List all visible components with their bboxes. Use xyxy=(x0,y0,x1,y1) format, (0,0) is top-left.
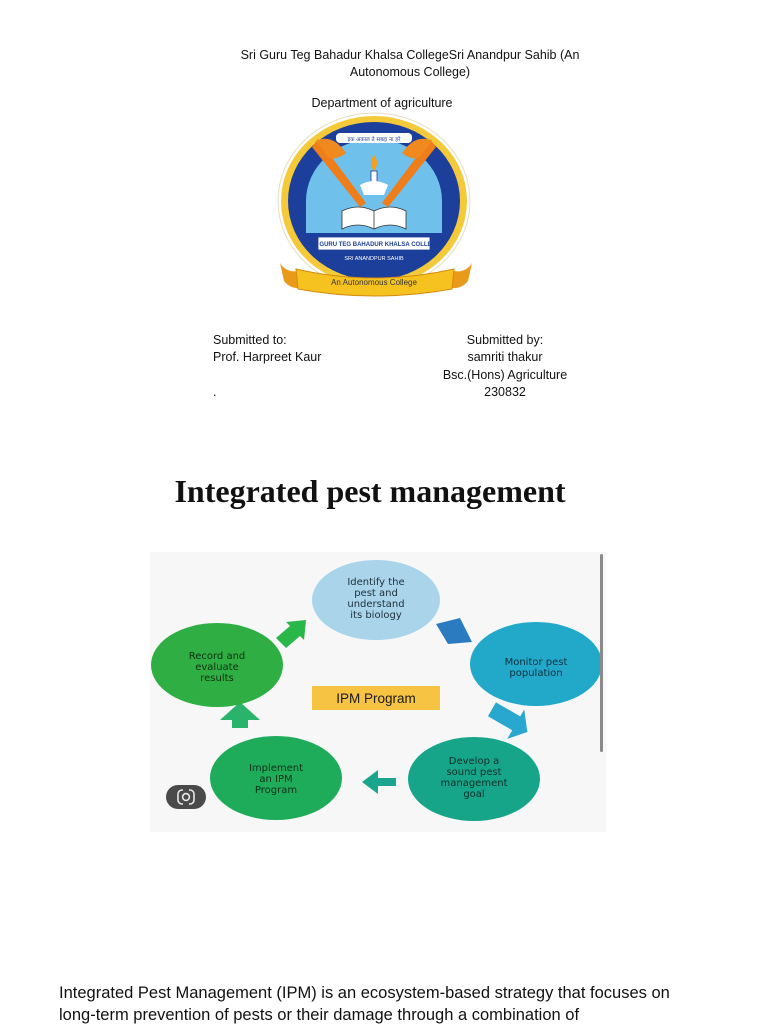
step-goal-text: management xyxy=(441,778,508,789)
step-goal-text: sound pest xyxy=(446,767,501,778)
step-goal-text: Develop a xyxy=(449,756,499,767)
college-name: Sri Guru Teg Bahadur Khalsa CollegeSri A… xyxy=(200,47,620,81)
submitted-by: Submitted by: samriti thakur Bsc.(Hons) … xyxy=(424,332,586,401)
submitted-by-label: Submitted by: xyxy=(424,332,586,349)
college-name-line-2: Autonomous College) xyxy=(200,64,620,81)
step-identify-text: Identify the xyxy=(347,577,404,588)
step-record-text: evaluate xyxy=(195,662,239,673)
ipm-program-label: IPM Program xyxy=(336,691,416,706)
submitted-to-extra: . xyxy=(213,384,321,401)
step-monitor-text: Monitor pest xyxy=(505,657,568,668)
step-implement-text: Implement xyxy=(249,763,303,774)
step-identify-text: its biology xyxy=(350,610,402,621)
ipm-cycle-diagram: Identify the pest and understand its bio… xyxy=(150,552,606,832)
step-identify-text: pest and xyxy=(354,588,398,599)
step-monitor-text: population xyxy=(509,668,562,679)
logo-place-text: SRI ANANDPUR SAHIB xyxy=(344,256,404,262)
step-implement-text: an IPM xyxy=(259,774,292,785)
submitted-by-name: samriti thakur xyxy=(424,349,586,366)
step-goal-text: goal xyxy=(463,789,484,800)
lens-search-button[interactable] xyxy=(166,785,206,809)
hand-icon xyxy=(360,181,388,195)
page-title: Integrated pest management xyxy=(100,473,640,510)
step-implement-text: Program xyxy=(255,785,297,796)
logo-motto: इक अकाल ते सबद्दा ना हरे xyxy=(348,136,402,143)
step-record-text: results xyxy=(200,673,234,684)
college-name-line-1: Sri Guru Teg Bahadur Khalsa CollegeSri A… xyxy=(200,47,620,64)
department-name: Department of agriculture xyxy=(250,96,514,110)
image-scrollbar[interactable] xyxy=(600,554,603,752)
intro-line-1: Integrated Pest Management (IPM) is an e… xyxy=(59,983,739,1005)
intro-paragraph: Integrated Pest Management (IPM) is an e… xyxy=(59,983,739,1026)
logo-band-text: SRI GURU TEG BAHADUR KHALSA COLLEGE xyxy=(308,242,440,248)
college-logo: इक अकाल ते सबद्दा ना हरे SRI GURU TEG BA… xyxy=(276,111,476,301)
submitted-to-label: Submitted to: xyxy=(213,332,321,349)
submitted-to: Submitted to: Prof. Harpreet Kaur . xyxy=(213,332,321,401)
intro-line-2: long-term prevention of pests or their d… xyxy=(59,1005,739,1026)
submitted-by-roll: 230832 xyxy=(424,384,586,401)
lens-icon xyxy=(166,785,206,809)
submitted-to-name: Prof. Harpreet Kaur xyxy=(213,349,321,366)
logo-ribbon-text: An Autonomous College xyxy=(331,278,417,287)
step-record-text: Record and xyxy=(189,651,246,662)
submitted-by-course: Bsc.(Hons) Agriculture xyxy=(424,367,586,384)
step-identify-text: understand xyxy=(347,599,404,610)
